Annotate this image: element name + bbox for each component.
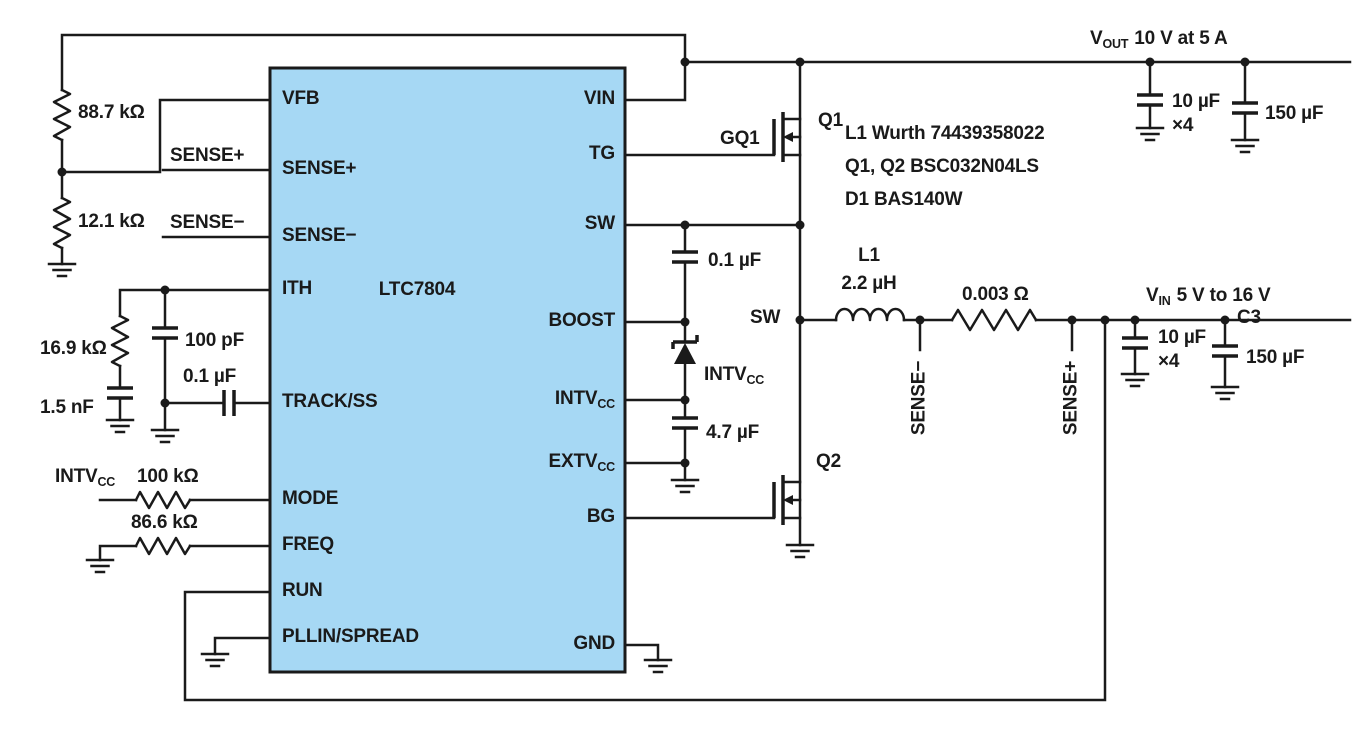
cap-ss-0u1 — [222, 390, 236, 416]
ic-name: LTC7804 — [378, 279, 456, 300]
ground-icon — [150, 428, 180, 444]
label-cin-mlcc: 10 µF — [1158, 327, 1206, 348]
net-intvcc-diode: INTVCC — [704, 364, 765, 387]
wires — [60, 33, 1352, 702]
label-q2: Q2 — [816, 451, 841, 472]
note-d1: D1 BAS140W — [845, 189, 963, 210]
ground-icon — [105, 418, 135, 434]
pin-sw: SW — [584, 213, 615, 234]
cap-vout-150u — [1232, 101, 1258, 115]
label-c3-value: 150 µF — [1246, 347, 1305, 368]
pin-track-ss: TRACK/SS — [282, 391, 378, 412]
label-c3-ref: C3 — [1237, 307, 1261, 328]
pin-vin: VIN — [583, 88, 615, 109]
resistor-100k — [134, 490, 192, 510]
net-sense-minus-tap: SENSE− — [908, 360, 930, 436]
pin-sense-plus: SENSE+ — [282, 158, 357, 179]
label-r-mode: 100 kΩ — [137, 466, 199, 487]
pin-boost: BOOST — [548, 310, 615, 331]
capacitors — [107, 93, 1258, 430]
label-c-ith: 1.5 nF — [40, 397, 94, 418]
net-sense-minus: SENSE− — [170, 212, 245, 233]
label-r-ith: 16.9 kΩ — [40, 338, 107, 359]
label-c-filt: 100 pF — [185, 330, 244, 351]
resistor-86k6 — [134, 536, 192, 556]
cap-ith-1n5 — [107, 386, 133, 400]
resistors — [52, 88, 1038, 556]
ic-body — [268, 66, 627, 674]
net-sw: SW — [750, 307, 781, 328]
pin-freq: FREQ — [282, 534, 334, 555]
pin-vfb: VFB — [282, 88, 320, 109]
cap-vin-10u — [1122, 336, 1148, 350]
resistor-16k9 — [110, 314, 130, 368]
ground-icon — [85, 558, 115, 574]
ground-icon — [785, 543, 815, 559]
label-q1: Q1 — [818, 110, 843, 131]
inductor-l1 — [834, 307, 906, 322]
ground-icon — [1230, 138, 1260, 154]
pin-pllin-spread: PLLIN/SPREAD — [282, 626, 419, 647]
cap-vin-150u-c3 — [1212, 344, 1238, 358]
diode-d1 — [671, 335, 699, 364]
label-cout-mlcc-qty: ×4 — [1172, 115, 1194, 136]
net-sense-plus: SENSE+ — [170, 145, 245, 166]
net-intvcc-mode: INTVCC — [55, 466, 116, 489]
resistor-88k7 — [52, 88, 72, 142]
ground-icon — [1135, 126, 1165, 142]
label-cout-mlcc: 10 µF — [1172, 91, 1220, 112]
label-cin-mlcc-qty: ×4 — [1158, 351, 1180, 372]
resistor-sense-0003 — [950, 308, 1038, 332]
pin-sense-minus: SENSE− — [282, 225, 357, 246]
label-r-fb-bot: 12.1 kΩ — [78, 211, 145, 232]
label-l1-ref: L1 — [858, 245, 880, 266]
label-r-fb-top: 88.7 kΩ — [78, 102, 145, 123]
pin-ith: ITH — [282, 278, 313, 299]
ground-icon — [200, 652, 230, 668]
note-l1: L1 Wurth 74439358022 — [845, 123, 1045, 144]
ground-icon — [1120, 372, 1150, 388]
label-l1-value: 2.2 µH — [841, 273, 897, 294]
label-c-boost: 0.1 µF — [708, 250, 762, 271]
cap-ith-100p — [152, 326, 178, 340]
pin-bg: BG — [586, 506, 615, 527]
pin-intvcc: INTVCC — [554, 388, 615, 411]
pin-extvcc: EXTVCC — [548, 451, 616, 474]
pin-gnd: GND — [573, 633, 615, 654]
label-cout-bulk: 150 µF — [1265, 103, 1324, 124]
net-sense-plus-tap: SENSE+ — [1060, 360, 1082, 436]
resistor-12k1 — [52, 196, 72, 250]
ground-icon — [1210, 385, 1240, 401]
cap-vout-10u — [1137, 93, 1163, 107]
label-c-intvcc: 4.7 µF — [706, 422, 760, 443]
ground-icon — [47, 262, 77, 278]
junction-dots — [57, 57, 1250, 468]
cap-intvcc-4u7 — [672, 416, 698, 430]
ground-icon — [670, 478, 700, 494]
mosfet-q1 — [772, 112, 802, 162]
label-r-freq: 86.6 kΩ — [131, 512, 198, 533]
note-q1-q2: Q1, Q2 BSC032N04LS — [845, 156, 1039, 177]
pin-mode: MODE — [282, 488, 339, 509]
pin-tg: TG — [589, 143, 615, 164]
pin-run: RUN — [282, 580, 323, 601]
ground-icon — [643, 658, 673, 674]
cap-boost-0u1 — [672, 250, 698, 264]
net-gq1: GQ1 — [720, 128, 760, 149]
label-c-ss: 0.1 µF — [183, 366, 237, 387]
mosfet-q2 — [772, 475, 802, 525]
label-r-sense: 0.003 Ω — [962, 284, 1029, 305]
ground-symbols — [47, 126, 1260, 674]
